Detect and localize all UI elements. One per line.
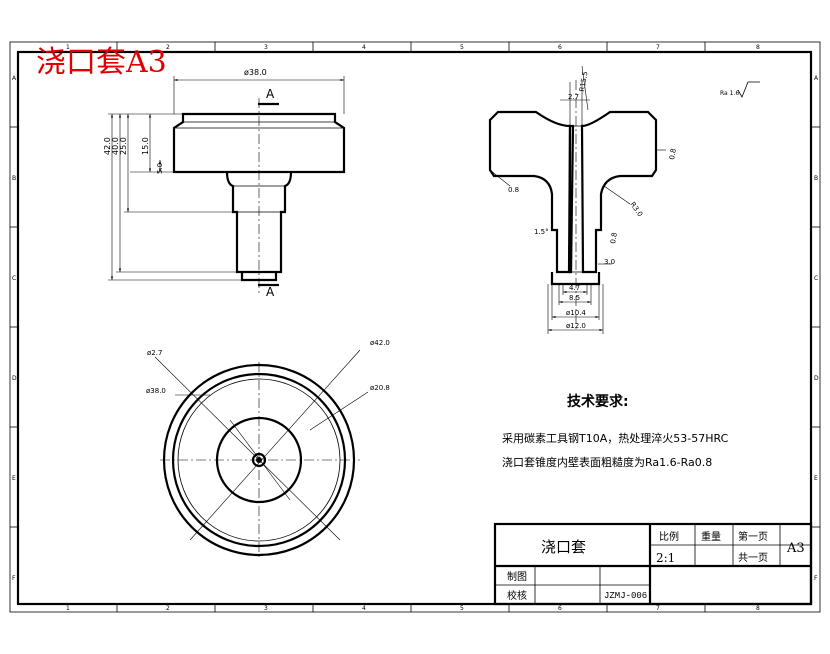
surface-finish-label: Ra 1.6 (720, 90, 739, 97)
zone-label: D (814, 375, 819, 382)
weight-label: 重量 (701, 530, 721, 543)
drawn-label: 制图 (507, 570, 527, 583)
dim-r3: R3.0 (628, 201, 644, 219)
zone-label: 6 (558, 44, 562, 51)
tech-req-line1: 采用碳素工具钢T10A，热处理淬火53-57HRC (502, 431, 729, 445)
top-view: ø2.7 ø38.0 ø42.0 ø20.8 (146, 339, 390, 560)
zone-label: 3 (264, 44, 268, 51)
zone-label: A (814, 75, 819, 82)
dim-4-7: 4.7 (569, 284, 580, 292)
dim-12: ø12.0 (566, 322, 586, 330)
part-name: 浇口套 (541, 538, 586, 556)
zone-label: 2 (166, 44, 170, 51)
dim-chamfer-left: 0.8 (508, 186, 519, 194)
zone-label: E (814, 475, 818, 482)
drawing-title: 浇口套A3 (36, 45, 167, 80)
zone-label: B (814, 175, 818, 182)
dim-40: 40.0 (111, 137, 120, 155)
zone-label: 4 (362, 44, 366, 51)
top-dim-2-7: ø2.7 (147, 349, 162, 357)
top-dim-42: ø42.0 (370, 339, 390, 347)
dim-r15: R15.5 (578, 71, 589, 93)
dim-38: ø38.0 (244, 68, 267, 77)
zone-label: 6 (558, 605, 562, 612)
sheet-label: 第一页 (738, 530, 768, 543)
zone-label: F (814, 575, 818, 582)
dim-2-7: 2.7 (568, 93, 579, 101)
dim-chamfer-lower: 0.8 (609, 232, 619, 244)
top-dim-20-8: ø20.8 (370, 384, 390, 392)
dim-42: 42.0 (103, 137, 112, 155)
dim-5: 5.0 (156, 163, 164, 174)
tech-req-heading: 技术要求: (567, 393, 629, 410)
section-mark-a-top: A (266, 87, 275, 101)
zone-label: E (12, 475, 16, 482)
title-block: 浇口套 比例 2:1 重量 第一页 共一页 A3 制图 校核 JZMJ-006 (493, 522, 813, 606)
top-dim-38: ø38.0 (146, 387, 166, 395)
zone-label: A (12, 75, 17, 82)
zone-label: F (12, 575, 16, 582)
zone-label: 8 (756, 44, 760, 51)
zone-label: 7 (656, 44, 660, 51)
dim-3-0: 3.0 (604, 258, 615, 266)
tech-req-line2: 浇口套锥度内壁表面粗糙度为Ra1.6-Ra0.8 (502, 455, 712, 469)
inner-frame (16, 50, 813, 606)
dim-10-4: ø10.4 (566, 309, 586, 317)
zone-label: D (12, 375, 17, 382)
front-view: A A ø38.0 42.0 40.0 25.0 15.0 5.0 (103, 68, 346, 299)
dim-15: 15.0 (141, 137, 150, 155)
zone-label: 4 (362, 605, 366, 612)
zone-label: 2 (166, 605, 170, 612)
zone-label: 1 (66, 44, 70, 51)
section-view: 2.7 R15.5 0.8 0.8 R3.0 1.5° 0.8 3.0 4.7 … (488, 65, 678, 334)
zone-labels: 1 2 3 4 5 6 7 8 1 2 3 4 5 6 7 8 A B C D … (12, 44, 819, 612)
total-label: 共一页 (738, 552, 768, 564)
dim-chamfer-right: 0.8 (668, 148, 678, 160)
zone-label: 5 (460, 605, 464, 612)
zone-ticks (10, 42, 820, 612)
zone-label: 5 (460, 44, 464, 51)
dim-1-5deg: 1.5° (534, 228, 549, 236)
zone-label: C (814, 275, 818, 282)
dim-8-5: 8.5 (569, 294, 580, 302)
scale-label: 比例 (659, 530, 679, 543)
drawing-no: JZMJ-006 (604, 591, 647, 601)
zone-label: C (12, 275, 16, 282)
zone-label: 3 (264, 605, 268, 612)
checked-label: 校核 (507, 589, 527, 602)
size-label: A3 (786, 541, 805, 556)
zone-label: 7 (656, 605, 660, 612)
scale-value: 2:1 (656, 551, 675, 565)
outer-frame (9, 41, 821, 613)
dim-25: 25.0 (119, 137, 128, 155)
zone-label: 1 (66, 605, 70, 612)
surface-finish: Ra 1.6 (720, 81, 760, 98)
zone-label: B (12, 175, 16, 182)
section-mark-a-bottom: A (266, 285, 275, 299)
zone-label: 8 (756, 605, 760, 612)
